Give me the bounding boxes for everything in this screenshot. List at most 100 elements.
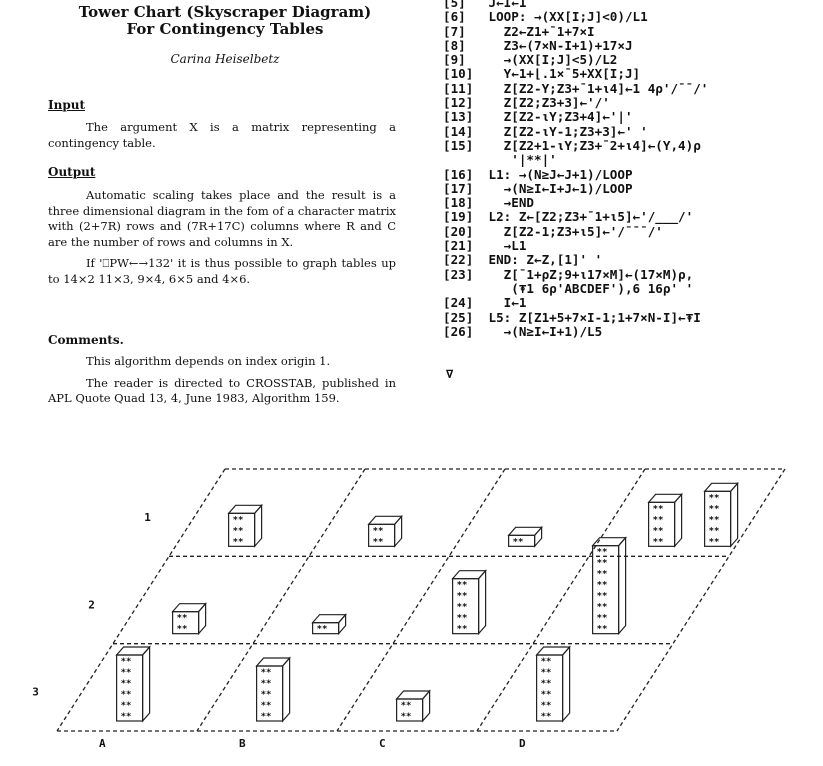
- grid-line: [196, 468, 366, 732]
- code-line: [14] Z[Z2-⍳Y-1;Z3+3]←' ': [443, 123, 648, 139]
- code-line: [15] Z[Z2+1-⍳Y;Z3+¯2+⍳4]←(Y,4)⍴: [443, 137, 701, 153]
- code-line: [11] Z[Z2-Y;Z3+¯1+⍳4]←1 4⍴'/¯¯/': [443, 80, 709, 96]
- tower-fill-label: **: [709, 515, 720, 525]
- tower-fill-label: **: [541, 701, 552, 711]
- tower-top: [367, 515, 403, 525]
- column-label: C: [379, 737, 386, 750]
- tower-fill-label: **: [121, 657, 132, 667]
- tower-top: [703, 482, 739, 492]
- code-line: [17] →(N≥I←I+J←1)/LOOP: [443, 180, 633, 196]
- code-line: [20] Z[Z2-1;Z3+⍳5]←'/¯¯¯/': [443, 223, 663, 239]
- tower-side: [422, 689, 431, 723]
- comments-heading: Comments.: [48, 333, 124, 347]
- tower-fill-label: **: [597, 625, 608, 635]
- tower-fill-label: **: [233, 526, 244, 536]
- code-line: [23] Z[¯1+⍴Z;9+⍳17×M]←(17×M)⍴,: [443, 266, 694, 282]
- tower-fill-label: **: [457, 625, 468, 635]
- code-line: [21] →L1: [443, 238, 527, 254]
- tower-fill-label: **: [597, 614, 608, 624]
- tower-fill-label: **: [401, 701, 412, 711]
- tower-side: [198, 602, 207, 636]
- tower-fill-label: **: [709, 526, 720, 536]
- tower-top: [535, 646, 571, 656]
- output-paragraph-1: Automatic scaling takes place and the re…: [48, 188, 396, 249]
- tower-side: [730, 481, 739, 548]
- tower-fill-label: **: [653, 515, 664, 525]
- tower-top: [171, 603, 207, 613]
- tower-top: [647, 493, 683, 503]
- tower-fill-label: **: [513, 537, 524, 547]
- comments-text-block: This algorithm depends on index origin 1…: [48, 354, 396, 413]
- title-line-2: For Contingency Tables: [126, 20, 324, 38]
- tower-fill-label: **: [597, 592, 608, 602]
- row-label: 3: [32, 686, 39, 699]
- tower-fill-label: **: [261, 701, 272, 711]
- tower-fill-label: **: [261, 712, 272, 722]
- tower-fill-label: **: [709, 493, 720, 503]
- input-text: The argument X is a matrix representing …: [48, 120, 396, 150]
- tower-side: [254, 503, 263, 548]
- code-line: [16] L1: →(N≥J←J+1)/LOOP: [443, 166, 633, 182]
- code-line: [25] L5: Z[Z1+5+7×I-1;1+7×N-I]←⍕I: [443, 309, 701, 325]
- tower-fill-label: **: [373, 537, 384, 547]
- tower-fill-label: **: [541, 657, 552, 667]
- tower-fill-label: **: [261, 690, 272, 700]
- code-line: [8] Z3←(7×N-I+1)+17×J: [443, 37, 633, 53]
- tower-top: [395, 690, 431, 700]
- code-line: [22] END: Z←Z,[1]' ': [443, 252, 603, 268]
- tower-side: [618, 536, 627, 636]
- title-line-1: Tower Chart (Skyscraper Diagram): [78, 3, 372, 21]
- tower-fill-label: **: [261, 679, 272, 689]
- output-heading: Output: [48, 165, 96, 179]
- tower-fill-label: **: [541, 668, 552, 678]
- tower-fill-label: **: [457, 581, 468, 591]
- tower-top: [115, 646, 151, 656]
- tower-top: [451, 570, 487, 580]
- tower-fill-label: **: [457, 603, 468, 613]
- tower-side: [338, 613, 347, 636]
- tower-fill-label: **: [541, 712, 552, 722]
- tower-fill-label: **: [373, 526, 384, 536]
- code-line: [13] Z[Z2-⍳Y;Z3+4]←'|': [443, 109, 633, 125]
- tower-fill-label: **: [121, 690, 132, 700]
- tower-side: [142, 645, 151, 723]
- tower-top: [227, 504, 263, 514]
- code-line: '|**|': [511, 152, 557, 168]
- comments-paragraph-1: This algorithm depends on index origin 1…: [86, 354, 331, 368]
- tower-fill-label: **: [233, 537, 244, 547]
- tower-fill-label: **: [457, 614, 468, 624]
- tower-fill-label: **: [597, 559, 608, 569]
- code-line: [10] Y←1+⌊.1×¯5+XX[I;J]: [443, 66, 641, 82]
- tower-fill-label: **: [709, 537, 720, 547]
- grid-line: [336, 468, 506, 732]
- column-label: D: [519, 737, 526, 750]
- tower-side: [478, 569, 487, 636]
- del-symbol: ∇: [446, 367, 454, 381]
- code-line: [12] Z[Z2;Z3+3]←'/': [443, 95, 610, 111]
- tower-fill-label: **: [541, 679, 552, 689]
- output-text-block: Automatic scaling takes place and the re…: [48, 188, 396, 293]
- tower-fill-label: **: [261, 668, 272, 678]
- grid-line: [616, 468, 786, 732]
- code-line: [18] →END: [443, 195, 534, 211]
- column-label: A: [99, 737, 106, 750]
- author: Carina Heiselbetz: [170, 52, 280, 66]
- code-line: [6] LOOP: →(XX[I;J]<0)/L1: [443, 9, 648, 25]
- tower-fill-label: **: [597, 570, 608, 580]
- tower-fill-label: **: [597, 603, 608, 613]
- code-line: [26] →(N≥I←I+1)/L5: [443, 323, 603, 339]
- tower-fill-label: **: [317, 625, 328, 635]
- apl-code-listing: [5] J←I←1 [6] LOOP: →(XX[I;J]<0)/L1 [7] …: [443, 0, 708, 339]
- tower-fill-label: **: [653, 526, 664, 536]
- tower-fill-label: **: [121, 712, 132, 722]
- tower-fill-label: **: [121, 668, 132, 678]
- comments-paragraph-2: The reader is directed to CROSSTAB, publ…: [48, 375, 396, 406]
- tower-fill-label: **: [121, 679, 132, 689]
- row-label: 1: [144, 511, 151, 524]
- tower-fill-label: **: [233, 515, 244, 525]
- tower-fill-label: **: [121, 701, 132, 711]
- grid-line: [476, 468, 646, 732]
- tower-side: [534, 525, 543, 548]
- tower-fill-label: **: [597, 548, 608, 558]
